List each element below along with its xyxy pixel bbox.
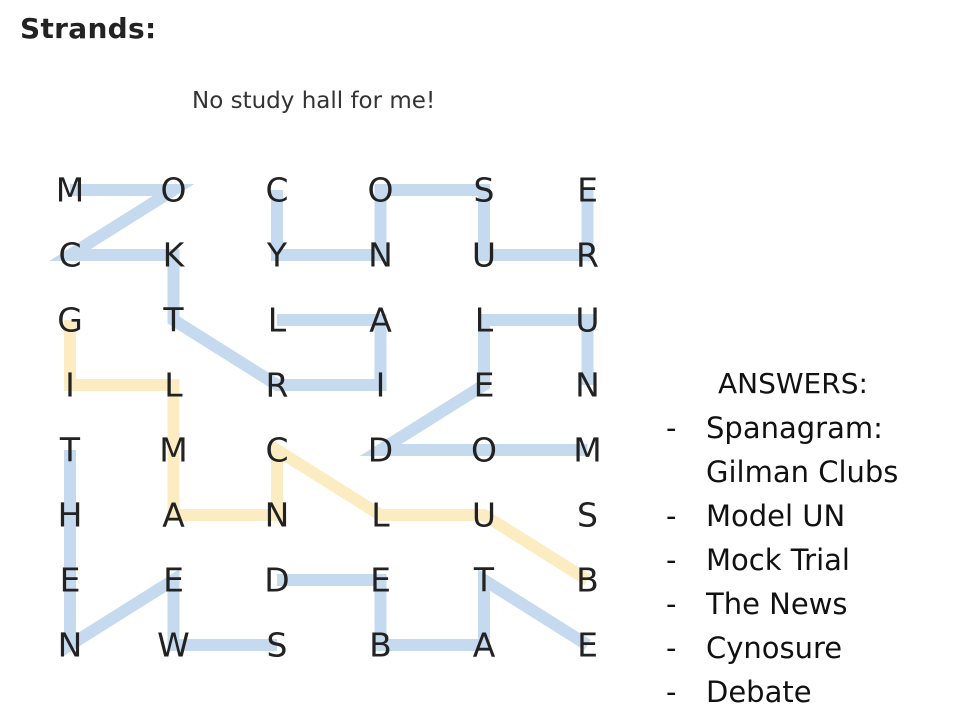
theme-word-path [359,314,594,456]
grid-letter[interactable]: D [264,561,289,600]
bullet-dash: - [666,587,677,621]
grid-letter[interactable]: E [577,626,598,665]
bullet-dash: - [666,631,677,665]
grid-letter[interactable]: K [163,236,186,275]
answer-item: -Cynosure [666,626,956,670]
puzzle-theme: No study hall for me! [192,88,436,114]
grid-letter[interactable]: E [60,561,81,600]
theme-word-path [271,184,594,261]
bullet-dash: - [666,411,677,445]
theme-word-path [64,450,277,656]
grid-letter[interactable]: M [56,171,84,210]
grid-letter[interactable]: N [265,496,290,535]
grid-letter[interactable]: G [57,301,83,340]
answer-item: -Spanagram: Gilman Clubs [666,406,956,494]
grid-letter[interactable]: C [265,431,288,470]
grid-letter[interactable]: E [577,171,598,210]
answer-text: Model UN [706,499,846,533]
grid-letter[interactable]: O [471,431,497,470]
grid-letter[interactable]: M [159,431,187,470]
grid-letter[interactable]: L [475,301,494,340]
page-heading: Strands: [20,12,157,45]
grid-letter[interactable]: I [65,366,75,405]
grid-letter[interactable]: A [473,626,496,665]
answers-panel: ANSWERS: -Spanagram: Gilman Clubs -Model… [666,362,956,714]
grid-letter[interactable]: M [573,431,601,470]
answer-text: The News [706,587,848,621]
grid-letter[interactable]: S [267,626,288,665]
theme-word-path [277,569,591,651]
grid-letter[interactable]: S [577,496,598,535]
grid-letter[interactable]: N [575,366,600,405]
grid-letter[interactable]: R [266,366,289,405]
answer-item: -Model UN [666,494,956,538]
answer-text: Debate [706,675,812,709]
grid-letter[interactable]: U [472,496,496,535]
bullet-dash: - [666,499,677,533]
answer-item: -Debate [666,670,956,714]
grid-letter[interactable]: L [268,301,287,340]
grid-letter[interactable]: A [369,301,392,340]
bullet-dash: - [666,675,677,709]
grid-letter[interactable]: L [371,496,390,535]
grid-letter[interactable]: T [162,301,184,340]
answer-text: Mock Trial [706,543,850,577]
grid-letter[interactable]: T [59,431,81,470]
grid-letter[interactable]: S [474,171,495,210]
grid-letter[interactable]: B [369,626,392,665]
bullet-dash: - [666,543,677,577]
grid-letter[interactable]: N [58,626,83,665]
answer-text: Cynosure [706,631,843,665]
grid-letter[interactable]: W [157,626,190,665]
grid-letter[interactable]: T [473,561,495,600]
grid-letter[interactable]: L [164,366,183,405]
grid-letter[interactable]: Y [266,236,288,275]
spanagram-path [64,320,591,586]
grid-letter[interactable]: C [58,236,81,275]
word-paths [49,184,594,656]
answers-list: -Spanagram: Gilman Clubs -Model UN -Mock… [666,406,956,714]
answers-title: ANSWERS: [718,367,868,400]
grid-letter[interactable]: N [368,236,393,275]
answer-item: -The News [666,582,956,626]
grid-letter[interactable]: C [265,171,288,210]
grid-letter[interactable]: E [163,561,184,600]
grid-letter[interactable]: H [58,496,83,535]
grid-letter[interactable]: U [472,236,496,275]
grid-letter[interactable]: O [368,171,394,210]
grid-letter[interactable]: A [162,496,185,535]
grid-letter[interactable]: U [575,301,599,340]
grid-letter[interactable]: O [161,171,187,210]
grid-letter[interactable]: E [370,561,391,600]
grid-letter[interactable]: I [376,366,386,405]
grid-letter[interactable]: D [368,431,393,470]
grid-letter[interactable]: E [474,366,495,405]
grid-letter[interactable]: B [576,561,599,600]
theme-word-path [49,184,387,391]
answer-text: Spanagram: Gilman Clubs [706,411,899,489]
answer-item: -Mock Trial [666,538,956,582]
grid-letter[interactable]: R [576,236,599,275]
